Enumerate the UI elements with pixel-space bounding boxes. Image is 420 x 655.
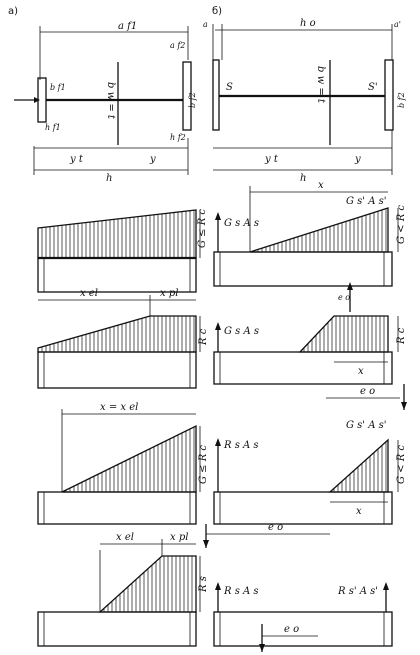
- label-sA: G s A s: [224, 218, 259, 229]
- stress-triangle: [249, 207, 389, 253]
- label-xel: x el: [80, 288, 98, 299]
- beam-segment-right: [213, 491, 393, 525]
- label-xpl: x pl: [160, 288, 178, 299]
- beam-segment: [37, 611, 197, 647]
- label-RsAs-r3: R s A s: [223, 440, 259, 451]
- hatch-row1-right: [253, 208, 387, 252]
- label-right-v: G < R c: [396, 205, 407, 244]
- hatch-row3-right: [333, 441, 387, 492]
- label-left-v: G ≤ R c: [197, 209, 208, 248]
- label-x-r2: x: [358, 366, 364, 377]
- row-4: x el x pl R s R s A s R s' A s' e o: [37, 532, 393, 652]
- hatch-row1-left: [41, 210, 195, 258]
- label-h: h: [106, 173, 112, 184]
- arrow-head: [259, 644, 265, 652]
- label-bw-b: b w = t: [315, 66, 326, 104]
- row-3: x = x el G ≤ R c R s A s G s' A s' x G <…: [37, 402, 407, 548]
- label-S-prime: S': [368, 82, 378, 93]
- arrow-head: [215, 212, 221, 220]
- row-2: x el x pl R c G s A s x R c e o: [37, 288, 407, 410]
- beam-segment-right: [213, 611, 393, 647]
- label-x-r3: x: [356, 506, 362, 517]
- right-flange: [182, 61, 192, 131]
- panel-a-label: а): [8, 6, 18, 17]
- label-a: a: [203, 20, 208, 29]
- label-x: x: [318, 180, 324, 191]
- label-yt: y t: [69, 154, 84, 165]
- label-af1: a f1: [118, 21, 137, 32]
- label-right-v-r3: G < R c: [396, 445, 407, 484]
- panel-b-label: б): [212, 6, 222, 17]
- label-S: S: [226, 82, 233, 93]
- beam-segment-right: [213, 351, 393, 385]
- label-sA-r2: G s A s: [224, 326, 259, 337]
- label-h-b: h: [300, 173, 306, 184]
- hatch-row4-left: [103, 556, 193, 612]
- arrow-head: [401, 402, 407, 410]
- beam-segment: [37, 257, 197, 293]
- label-bf2: b f2: [188, 92, 197, 108]
- label-e0-r2: e o: [360, 386, 375, 397]
- label-hf1: h f1: [45, 123, 61, 132]
- hatch-row2-left: [41, 316, 195, 352]
- arrow-head: [215, 322, 221, 330]
- label-sA-prime-r3: G s' A s': [346, 420, 387, 431]
- label-e0-r1: e o: [338, 293, 350, 302]
- label-RsAs-prime-r4: R s' A s': [337, 586, 378, 597]
- label-y-b: y: [354, 154, 361, 165]
- right-flange-b: [384, 59, 394, 131]
- label-e0-r3: e o: [268, 522, 283, 533]
- row-1: G ≤ R c x G s' A s' G s A s G < R c e o: [37, 180, 407, 312]
- label-rs-r4: R s: [198, 576, 209, 593]
- label-e0-r4: e o: [284, 624, 299, 635]
- arrow-head: [215, 438, 221, 446]
- arrow-head: [203, 540, 209, 548]
- label-rc-right: R c: [396, 327, 407, 345]
- beam-segment: [37, 351, 197, 389]
- arrow-head: [383, 582, 389, 590]
- label-hf2: h f2: [170, 133, 186, 142]
- label-bw: b w = t: [105, 82, 116, 120]
- hatch-row3-left: [65, 426, 195, 492]
- arrow-head: [34, 97, 40, 103]
- label-rc-left: R c: [198, 328, 209, 346]
- label-sA-prime: G s' A s': [346, 196, 387, 207]
- label-af2: a f2: [170, 41, 185, 50]
- label-xpl-r4: x pl: [170, 532, 188, 543]
- label-yt-b: y t: [264, 154, 279, 165]
- label-left-v-r3: G ≤ R c: [198, 445, 209, 484]
- arrow-head: [347, 282, 353, 290]
- stress-triangle-r3-right: [328, 438, 389, 493]
- label-bf2-b: b f2: [397, 92, 406, 108]
- panel-b: б) a h o a' S S' b w = t b f2 y t y h: [203, 6, 406, 184]
- panel-a: а) a f1 a f2 b f1 b w = t h f1 b f2 h f2…: [8, 6, 197, 184]
- beam-segment-right: [213, 251, 393, 287]
- arrow-head: [215, 582, 221, 590]
- label-y: y: [149, 154, 156, 165]
- label-h0: h o: [300, 18, 316, 29]
- label-x-eq: x = x el: [100, 402, 138, 413]
- label-b1: b f1: [50, 83, 66, 92]
- left-flange-b: [212, 59, 220, 131]
- label-xel-r4: x el: [116, 532, 134, 543]
- hatch-row2-right: [303, 316, 385, 352]
- beam-segment: [37, 491, 197, 525]
- stress-elastoplastic: [37, 315, 197, 353]
- stress-triangle-r3: [61, 424, 197, 493]
- label-a-prime: a': [394, 20, 401, 29]
- label-RsAs-r4: R s A s: [223, 586, 259, 597]
